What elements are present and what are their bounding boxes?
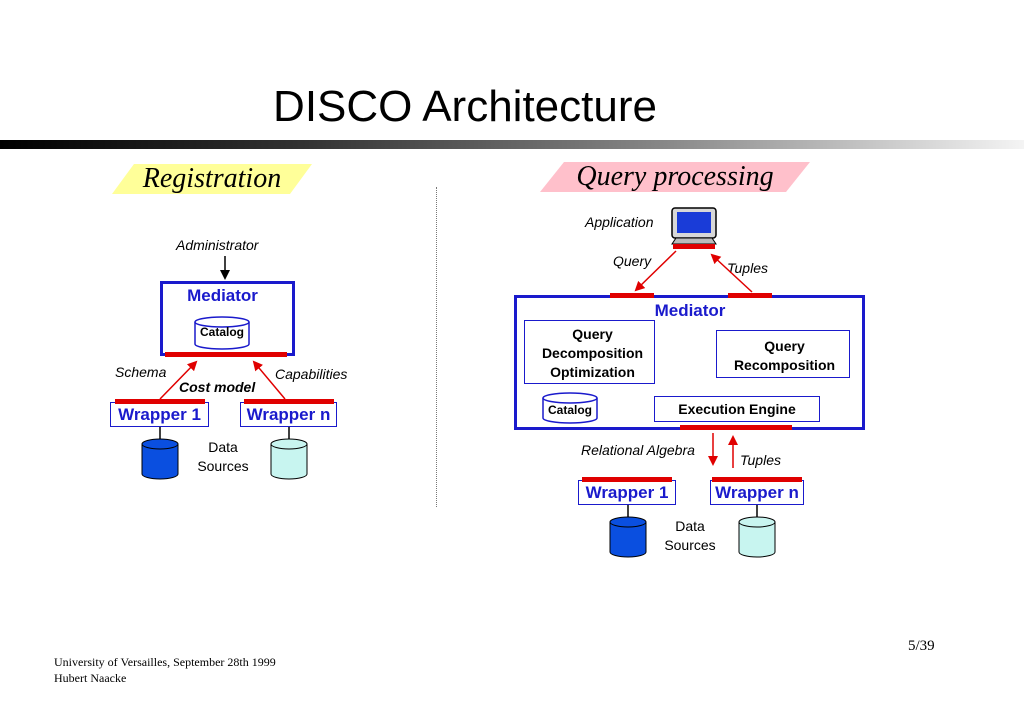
registration-catalog-icon bbox=[194, 316, 250, 350]
query-catalog-icon bbox=[542, 392, 598, 424]
query-processing-banner-text: Query processing bbox=[576, 161, 774, 192]
decomposition-box bbox=[524, 320, 655, 384]
query-mediator-connector-left bbox=[610, 293, 654, 298]
relational-algebra-label: Relational Algebra bbox=[581, 442, 695, 458]
schema-label: Schema bbox=[115, 364, 167, 380]
registration-wrapper-n-label: Wrapper n bbox=[246, 405, 331, 424]
query-data-sources-label: Data Sources bbox=[664, 518, 716, 553]
tuples-top-arrow bbox=[710, 253, 753, 293]
registration-source-n-icon bbox=[270, 438, 308, 480]
execution-engine-label: Execution Engine bbox=[678, 401, 796, 417]
registration-wrapper-n-connector bbox=[244, 399, 334, 404]
registration-mediator-label: Mediator bbox=[187, 286, 258, 305]
slide-title: DISCO Architecture bbox=[273, 82, 657, 131]
computer-icon bbox=[671, 207, 717, 249]
administrator-label: Administrator bbox=[176, 237, 259, 253]
registration-banner: Registration bbox=[112, 164, 312, 194]
cost-model-label: Cost model bbox=[179, 379, 256, 395]
recomposition-label: Query Recomposition bbox=[733, 338, 836, 373]
capabilities-arrow bbox=[252, 360, 286, 400]
tuples-bottom-label: Tuples bbox=[740, 452, 781, 468]
tuples-top-label: Tuples bbox=[727, 260, 768, 276]
query-wrapper-n-connector bbox=[712, 477, 802, 482]
query-source-n-icon bbox=[738, 516, 776, 558]
query-wrapper-n-label: Wrapper n bbox=[715, 483, 799, 502]
recomposition-box bbox=[716, 330, 850, 378]
query-wrapper-1-connector bbox=[582, 477, 672, 482]
query-processing-banner: Query processing bbox=[540, 162, 810, 192]
application-label: Application bbox=[585, 214, 654, 230]
registration-banner-text: Registration bbox=[142, 163, 282, 194]
registration-wrapper-1-connector bbox=[115, 399, 205, 404]
section-divider bbox=[436, 187, 437, 507]
query-catalog-label: Catalog bbox=[547, 403, 592, 417]
registration-wrapper-1-label: Wrapper 1 bbox=[118, 405, 201, 424]
query-wrapper-1 bbox=[578, 480, 676, 505]
execution-engine-connector bbox=[680, 425, 792, 430]
execution-engine-box bbox=[654, 396, 820, 422]
footer-author: Hubert Naacke bbox=[54, 671, 127, 685]
title-rule bbox=[0, 140, 1024, 149]
registration-mediator-connector bbox=[165, 352, 287, 357]
footer-affiliation: University of Versailles, September 28th… bbox=[54, 655, 276, 669]
capabilities-label: Capabilities bbox=[275, 366, 348, 382]
query-label: Query bbox=[613, 253, 652, 269]
registration-catalog-label: Catalog bbox=[199, 325, 244, 339]
query-mediator-label: Mediator bbox=[654, 301, 726, 320]
query-mediator-connector-right bbox=[728, 293, 772, 298]
query-wrapper-1-label: Wrapper 1 bbox=[585, 483, 669, 502]
schema-arrow bbox=[159, 360, 198, 400]
decomposition-label: Query Decomposition Optimization bbox=[541, 326, 644, 380]
page-number: 5/39 bbox=[908, 638, 935, 654]
query-arrow bbox=[634, 250, 677, 292]
registration-source-1-icon bbox=[141, 438, 179, 480]
registration-data-sources-label: Data Sources bbox=[197, 439, 249, 474]
query-source-1-icon bbox=[609, 516, 647, 558]
